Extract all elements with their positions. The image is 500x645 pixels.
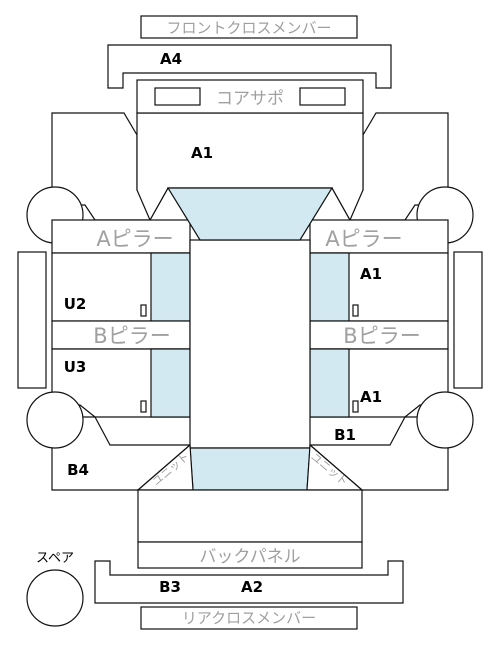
rear-glass[interactable] xyxy=(189,447,311,491)
code-a1-right-front-door: A1 xyxy=(360,265,382,283)
code-a2: A2 xyxy=(241,578,263,596)
code-a1-right-rear-door: A1 xyxy=(360,388,382,406)
code-u3: U3 xyxy=(64,358,87,376)
right-a-pillar-label: Aピラー xyxy=(325,227,402,251)
roof[interactable] xyxy=(189,239,311,449)
right-rear-door-glass xyxy=(309,348,350,418)
back-panel-label: バックパネル xyxy=(199,547,300,567)
front-cross-member-label: フロントクロスメンバー xyxy=(166,19,331,37)
left-a-pillar-label: Aピラー xyxy=(96,227,173,251)
code-b1: B1 xyxy=(334,426,356,444)
code-a4: A4 xyxy=(160,50,182,68)
code-u2: U2 xyxy=(64,295,87,313)
code-b4: B4 xyxy=(67,461,89,479)
left-rear-wheel[interactable] xyxy=(26,391,84,449)
code-b3: B3 xyxy=(159,578,181,596)
rear-bumper[interactable] xyxy=(94,560,404,604)
left-b-pillar-label: Bピラー xyxy=(93,324,170,348)
spare-label: スペア xyxy=(36,551,74,566)
trunk[interactable] xyxy=(137,489,363,543)
right-b-pillar-label: Bピラー xyxy=(343,324,420,348)
left-front-door-handle xyxy=(140,304,147,317)
right-front-door-handle xyxy=(352,304,359,317)
headlight-right xyxy=(299,87,346,106)
windshield[interactable] xyxy=(166,187,334,241)
right-front-door-glass xyxy=(309,252,350,322)
left-rear-door-handle xyxy=(140,400,147,413)
core-support-label: コアサポ xyxy=(216,89,284,109)
left-side-skirt[interactable] xyxy=(17,251,47,389)
code-a1-hood: A1 xyxy=(191,144,213,162)
front-cross-member-box[interactable] xyxy=(140,15,358,39)
left-front-door-glass xyxy=(150,252,191,322)
rear-cross-member-box[interactable] xyxy=(140,606,358,630)
left-b-pillar[interactable] xyxy=(51,320,191,350)
right-rear-door-handle xyxy=(352,400,359,413)
rear-cross-member-label: リアクロスメンバー xyxy=(182,609,316,627)
front-bumper-part[interactable] xyxy=(107,44,392,89)
headlight-left xyxy=(154,87,201,106)
left-rear-door-glass xyxy=(150,348,191,418)
back-panel[interactable] xyxy=(137,541,363,569)
spare-tire[interactable] xyxy=(26,569,84,627)
right-rear-wheel[interactable] xyxy=(416,391,474,449)
right-side-skirt[interactable] xyxy=(453,251,483,389)
